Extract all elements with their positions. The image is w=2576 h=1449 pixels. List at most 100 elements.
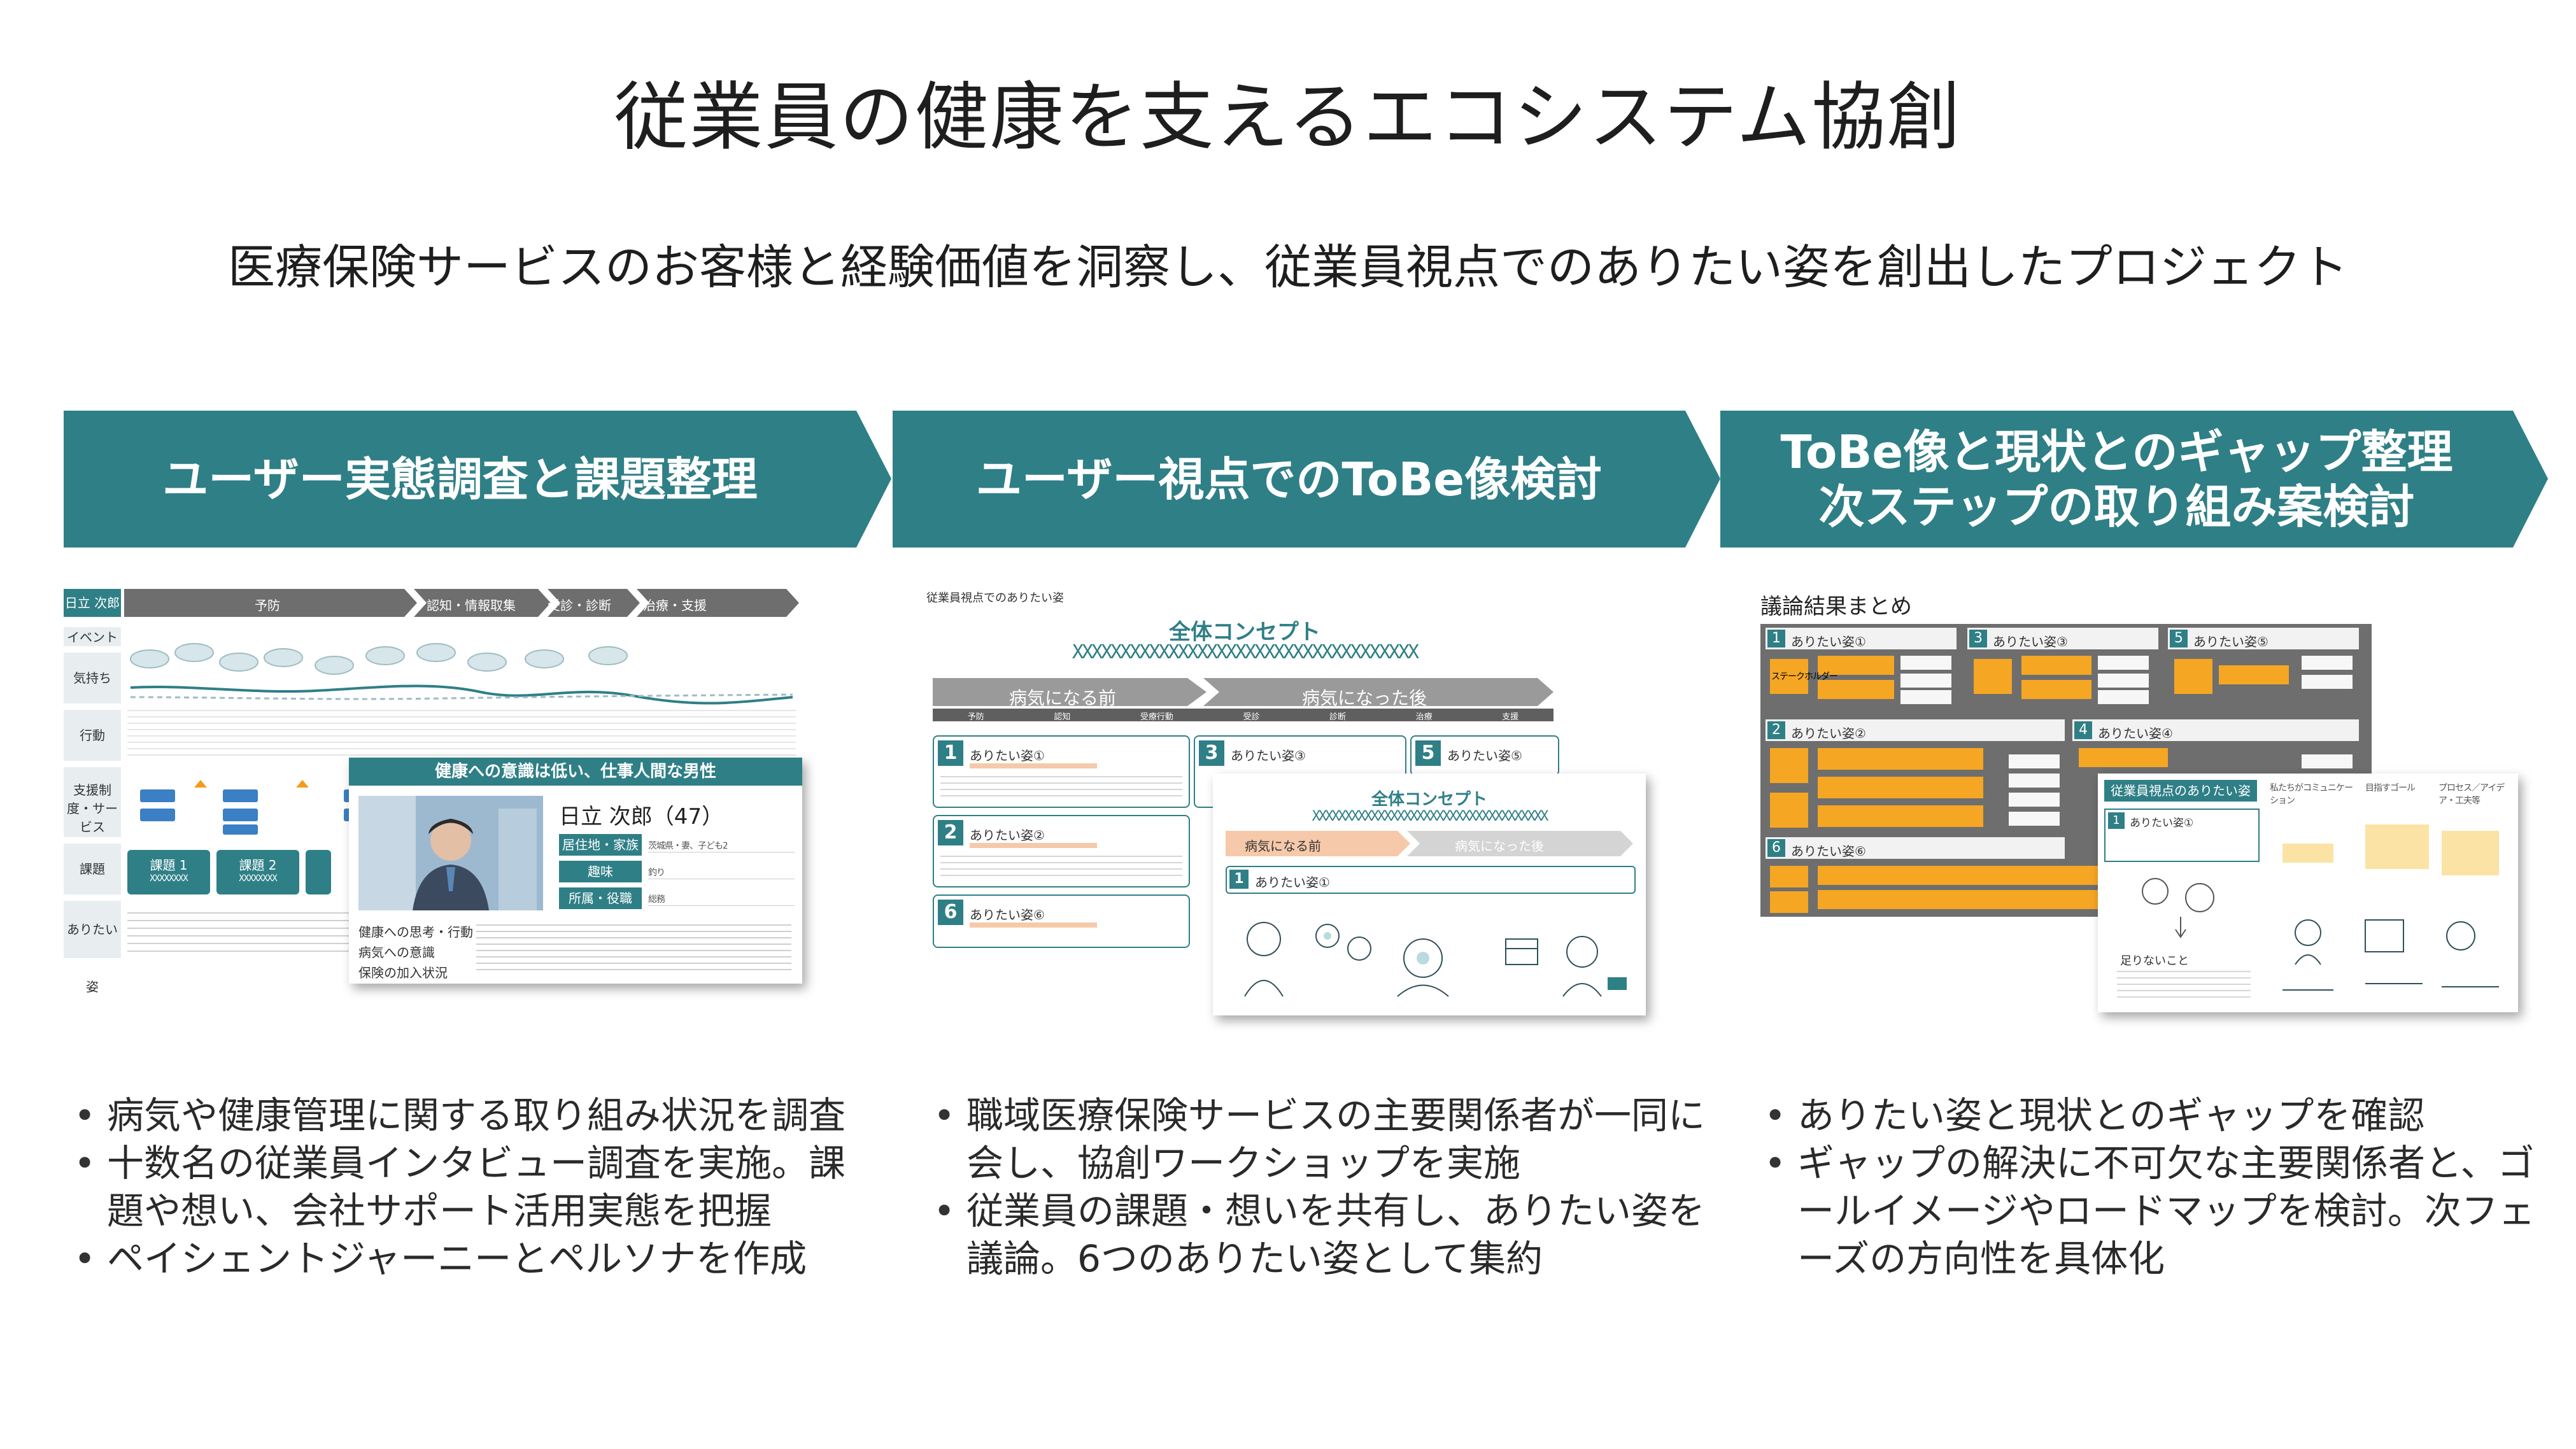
tobe-concept-title: 全体コンセプト bbox=[1169, 619, 1320, 645]
step-3-label-line-2: 次ステップの取り組み案検討 bbox=[1818, 479, 2415, 534]
tobe-card-6-title: ありたい姿⑥ bbox=[970, 907, 1045, 922]
tobe-sub-labels: 予防 認知 受療行動 受診 診断 治療 支援 bbox=[933, 710, 1553, 723]
bullet-1-2: 十数名の従業員インタビュー調査を実施。課題や想い、会社サポート活用実態を把握 bbox=[70, 1140, 853, 1235]
summary-block-4: 4 ありたい姿④ bbox=[2072, 719, 2359, 741]
front-sheet-missing-texts bbox=[2117, 971, 2251, 1003]
summary-block-6: 6 ありたい姿⑥ bbox=[1766, 837, 2065, 859]
sub-label-5: 診断 bbox=[1329, 712, 1347, 722]
issue-card-3 bbox=[306, 850, 331, 894]
front-phase-after: 病気になった後 bbox=[1455, 838, 1544, 854]
summary-board: 1 ありたい姿① 3 ありたい姿③ 5 ありたい姿⑤ 2 ありたい姿② 4 あり… bbox=[1760, 624, 2372, 917]
page-subtitle: 医療保険サービスのお客様と経験価値を洞察し、従業員視点でのありたい姿を創出したプ… bbox=[228, 240, 2348, 295]
tobe-thumbnail: 従業員視点でのありたい姿 全体コンセプト XXXXXXXXXXXXXXXXXXX… bbox=[926, 589, 1652, 1022]
issue-card-1: 課題 1 XXXXXXXX bbox=[127, 850, 210, 894]
tobe-card-6-num: 6 bbox=[938, 900, 963, 925]
emotion-curve bbox=[130, 643, 793, 705]
summary-block-5-num: 5 bbox=[2170, 630, 2188, 647]
persona-name: 日立 次郎（47） bbox=[559, 804, 724, 830]
summary-block-1-title: ありたい姿① bbox=[1791, 634, 1866, 649]
page-title: 従業員の健康を支えるエコシステム協創 bbox=[614, 74, 1962, 160]
stage-diagnosis: 受診・診断 bbox=[548, 598, 611, 613]
issue-card-1-title: 課題 1 bbox=[150, 858, 188, 873]
tobe-card-1-bar bbox=[970, 763, 1097, 768]
step-banner-1: ユーザー実態調査と課題整理 bbox=[64, 411, 891, 548]
tobe-concept-text: XXXXXXXXXXXXXXXXXXXXXXXXXXXXXXXXXXXX bbox=[1072, 641, 1419, 663]
tobe-card-2: 2 ありたい姿② bbox=[933, 815, 1190, 887]
persona-section-3: 保険の加入状況 bbox=[358, 965, 448, 980]
tobe-card-5-title: ありたい姿⑤ bbox=[1447, 748, 1522, 763]
front-phase-before: 病気になる前 bbox=[1245, 838, 1321, 854]
persona-value-2: 釣り bbox=[648, 866, 795, 879]
tobe-card-2-texts bbox=[940, 853, 1182, 881]
summary-block-5-title: ありたい姿⑤ bbox=[2193, 634, 2268, 649]
tobe-caption: 従業員視点でのありたい姿 bbox=[926, 591, 1064, 605]
step-2-label: ユーザー視点でのToBe像検討 bbox=[975, 452, 1603, 506]
front-sketch-illustration bbox=[1244, 922, 1627, 997]
summary-block-2-title: ありたい姿② bbox=[1791, 726, 1866, 741]
step-banner-2: ユーザー視点でのToBe像検討 bbox=[893, 411, 1720, 548]
holder-label-1: ステークホルダー bbox=[1771, 672, 1838, 682]
persona-section-1: 健康への思考・行動 bbox=[358, 924, 473, 940]
bullet-1-1: 病気や健康管理に関する取り組み状況を調査 bbox=[70, 1092, 853, 1140]
bullets-step-1: 病気や健康管理に関する取り組み状況を調査 十数名の従業員インタビュー調査を実施。… bbox=[70, 1092, 853, 1283]
tobe-card-1-texts bbox=[940, 774, 1182, 802]
front-card-1: 1 ありたい姿① bbox=[1226, 866, 1636, 894]
tobe-card-2-num: 2 bbox=[938, 820, 963, 845]
issue-card-2: 課題 2 XXXXXXXX bbox=[216, 850, 299, 894]
summary-block-3-title: ありたい姿③ bbox=[1993, 634, 2068, 649]
persona-detail-texts bbox=[476, 924, 791, 975]
step-banner-3: ToBe像と現状とのギャップ整理 次ステップの取り組み案検討 bbox=[1720, 411, 2548, 548]
stage-prevention: 予防 bbox=[255, 598, 280, 613]
summary-block-4-title: ありたい姿④ bbox=[2098, 726, 2173, 741]
summary-block-6-title: ありたい姿⑥ bbox=[1791, 844, 1866, 859]
summary-block-1: 1 ありたい姿① bbox=[1766, 628, 1957, 649]
front-phase-arrows bbox=[1226, 831, 1633, 856]
journey-stage-arrows bbox=[124, 589, 799, 617]
stage-awareness: 認知・情報取集 bbox=[427, 598, 516, 613]
tobe-card-2-bar bbox=[970, 843, 1097, 848]
tobe-card-3-title: ありたい姿③ bbox=[1231, 748, 1306, 763]
issue-card-1-text: XXXXXXXX bbox=[150, 873, 188, 884]
persona-photo bbox=[358, 796, 543, 910]
tobe-card-3-num: 3 bbox=[1199, 740, 1224, 766]
summary-block-2-num: 2 bbox=[1767, 721, 1785, 739]
tobe-front-sheet: 全体コンセプト XXXXXXXXXXXXXXXXXXXXXXXXXXXXXXXX… bbox=[1213, 774, 1646, 1015]
persona-field-3: 所属・役職 bbox=[559, 887, 642, 909]
step-1-label: ユーザー実態調査と課題整理 bbox=[162, 452, 758, 506]
front-card-num: 1 bbox=[1229, 870, 1249, 889]
tobe-card-1-title: ありたい姿① bbox=[970, 748, 1045, 763]
journey-map-thumbnail: 日立 次郎 予防 認知・情報取集 受診・診断 治療・支援 イベント 気持ち 行動… bbox=[64, 589, 802, 994]
sub-label-2: 認知 bbox=[1054, 712, 1071, 722]
tobe-card-6-bar bbox=[970, 922, 1097, 928]
stage-treatment: 治療・支援 bbox=[643, 598, 707, 613]
summary-block-3-num: 3 bbox=[1969, 630, 1987, 647]
bullet-2-2: 従業員の課題・想いを共有し、ありたい姿を議論。6つのありたい姿として集約 bbox=[930, 1187, 1713, 1283]
bullets-step-2: 職域医療保険サービスの主要関係者が一同に会し、協創ワークショップを実施 従業員の… bbox=[930, 1092, 1713, 1283]
summary-heading: 議論結果まとめ bbox=[1760, 594, 1912, 619]
front-sheet-title: 従業員視点のありたい姿 bbox=[2104, 780, 2257, 802]
journey-persona-label: 日立 次郎 bbox=[64, 589, 121, 617]
tobe-card-5: 5 ありたい姿⑤ bbox=[1410, 735, 1559, 776]
summary-thumbnail: 議論結果まとめ 1 ありたい姿① 3 ありたい姿③ 5 ありたい姿⑤ 2 ありた… bbox=[1760, 589, 2524, 1022]
row-ideal: ありたい姿 bbox=[64, 901, 121, 994]
persona-card: 健康への意識は低い、仕事人間な男性 日立 次郎（47） 居住地・家族 茨城県・妻… bbox=[349, 758, 802, 984]
tobe-card-6: 6 ありたい姿⑥ bbox=[933, 894, 1190, 948]
bullet-1-3: ペイシェントジャーニーとペルソナを作成 bbox=[70, 1235, 853, 1283]
summary-block-6-num: 6 bbox=[1767, 839, 1785, 857]
front-col-head-3: プロセス／アイデア・工夫等 bbox=[2438, 783, 2505, 806]
step-3-label-line-1: ToBe像と現状とのギャップ整理 bbox=[1780, 425, 2453, 479]
sub-label-4: 受診 bbox=[1243, 712, 1260, 722]
front-col-head-2: 目指すゴール bbox=[2365, 783, 2416, 793]
persona-field-1: 居住地・家族 bbox=[559, 834, 642, 856]
sub-label-6: 治療 bbox=[1415, 712, 1433, 722]
row-support: 支援制度・サービス bbox=[64, 767, 121, 837]
persona-card-header: 健康への意識は低い、仕事人間な男性 bbox=[349, 758, 802, 786]
row-feeling: 気持ち bbox=[64, 653, 121, 703]
front-concept-title: 全体コンセプト bbox=[1371, 790, 1487, 809]
tobe-card-1: 1 ありたい姿① bbox=[933, 735, 1190, 808]
bullet-3-1: ありたい姿と現状とのギャップを確認 bbox=[1760, 1092, 2544, 1140]
bullets-step-3: ありたい姿と現状とのギャップを確認 ギャップの解決に不可欠な主要関係者と、ゴール… bbox=[1760, 1092, 2544, 1283]
bullet-3-2: ギャップの解決に不可欠な主要関係者と、ゴールイメージやロードマップを検討。次フェ… bbox=[1760, 1140, 2544, 1283]
front-concept-text: XXXXXXXXXXXXXXXXXXXXXXXXXXXXXXXXXXXX bbox=[1312, 809, 1549, 824]
front-sheet-notes bbox=[2282, 824, 2499, 991]
